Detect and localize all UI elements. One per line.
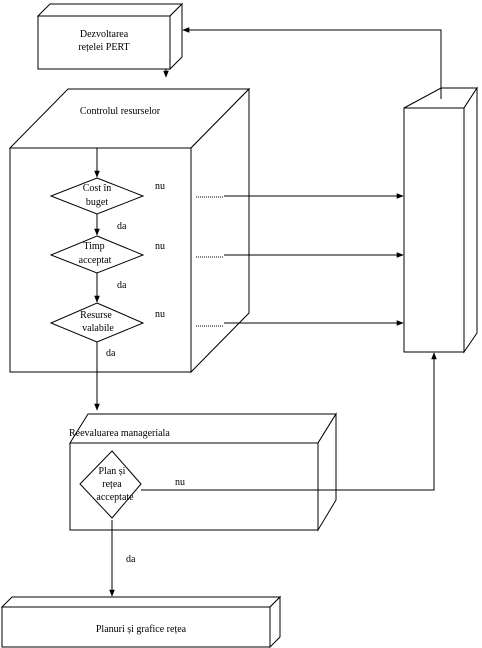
label-no-resurse: nu <box>155 309 165 320</box>
pert-box-line1: Dezvoltarea <box>80 29 129 40</box>
label-no-plan: nu <box>175 477 185 488</box>
decision-timp-line1: Timp <box>83 241 104 252</box>
decision-resurse: Resurse valabile <box>49 302 145 343</box>
plans-output-title: Planuri și grafice rețea <box>96 624 187 635</box>
label-yes-plan: da <box>126 554 136 565</box>
managerial-review-title: Reevaluarea manageriala <box>69 428 170 439</box>
decision-timp-line2: acceptat <box>79 255 112 266</box>
decision-cost: Cost în buget <box>49 177 145 215</box>
decision-resurse-line2: valabile <box>82 323 114 334</box>
label-no-cost: nu <box>155 181 165 192</box>
decision-plan-line3: acceptate <box>96 492 134 503</box>
pert-development-box: Dezvoltarea rețelei PERT <box>36 2 184 71</box>
resource-control-box: Controlul resurselor <box>8 87 251 374</box>
plans-output-box: Planuri și grafice rețea <box>0 595 282 648</box>
pert-box-line2: rețelei PERT <box>78 42 129 53</box>
label-yes-cost: da <box>117 221 127 232</box>
decision-cost-line2: buget <box>86 197 108 208</box>
arrow-feedback-to-pert <box>182 27 442 99</box>
decision-plan: Plan și rețea acceptate <box>79 450 142 519</box>
resource-control-title: Controlul resurselor <box>80 106 161 117</box>
feedback-box <box>403 86 478 354</box>
decision-timp: Timp acceptat <box>49 235 145 274</box>
label-no-timp: nu <box>155 241 165 252</box>
decision-resurse-line1: Resurse <box>80 310 112 321</box>
arrow-plan-no <box>141 352 437 491</box>
label-yes-timp: da <box>117 280 127 291</box>
label-yes-resurse: da <box>106 348 116 359</box>
decision-plan-line1: Plan și <box>99 466 126 477</box>
decision-plan-line2: rețea <box>102 479 122 490</box>
decision-cost-line1: Cost în <box>83 183 112 194</box>
